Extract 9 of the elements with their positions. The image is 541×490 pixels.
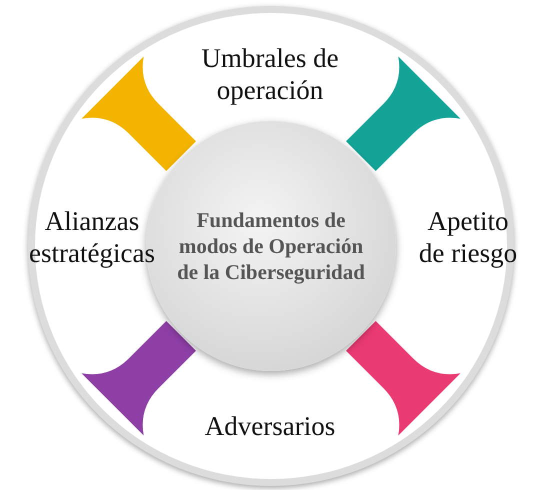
segment-label: Apetito de riesgo (418, 205, 518, 270)
segment-label: Adversarios (204, 410, 336, 442)
center-title: Fundamentos de modos de Operación de la Ciberseguridad (176, 206, 366, 286)
diagonal-band (82, 321, 196, 436)
diagonal-band (82, 56, 196, 171)
diagonal-band (346, 321, 460, 436)
diagonal-band (346, 56, 460, 171)
segment-label: Umbrales de operación (200, 42, 340, 107)
segment-label: Alianzas estratégicas (28, 205, 156, 270)
